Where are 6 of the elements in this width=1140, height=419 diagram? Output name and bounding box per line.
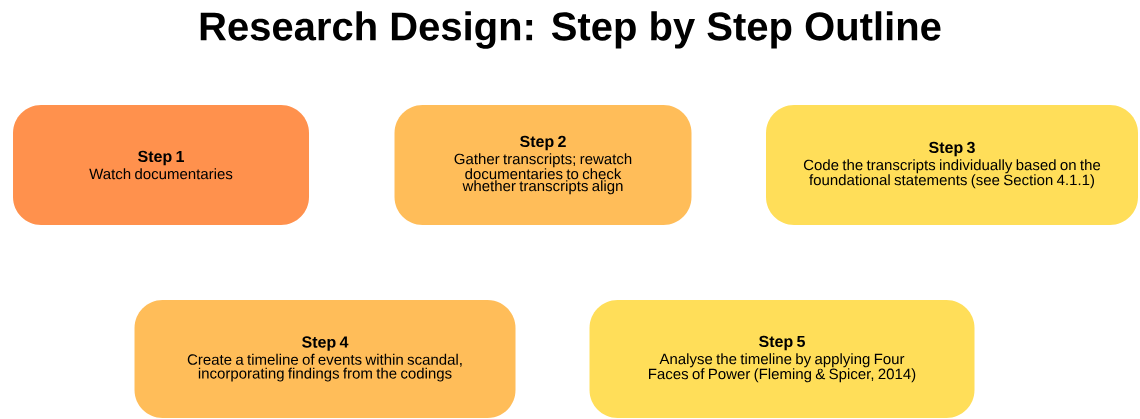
step-box: Step 5 Analyse the timeline by applying Four Faces of Power (Fleming & Spicer, 2014) — [589, 300, 975, 418]
step-box: Step 3 Code the transcripts individually based on the foundational statements (see Section 4.1.1) — [766, 105, 1138, 225]
step-box: Step 2 Gather transcripts; rewatch documentaries to check whether transcripts align — [394, 105, 692, 225]
step-box: Step 1 Watch documentaries — [13, 105, 309, 225]
step-box: Step 4 Create a timeline of events within scandal, incorporating findings from the codings — [134, 300, 516, 418]
title: Research Design: Step by Step Outline — [200, 11, 941, 49]
